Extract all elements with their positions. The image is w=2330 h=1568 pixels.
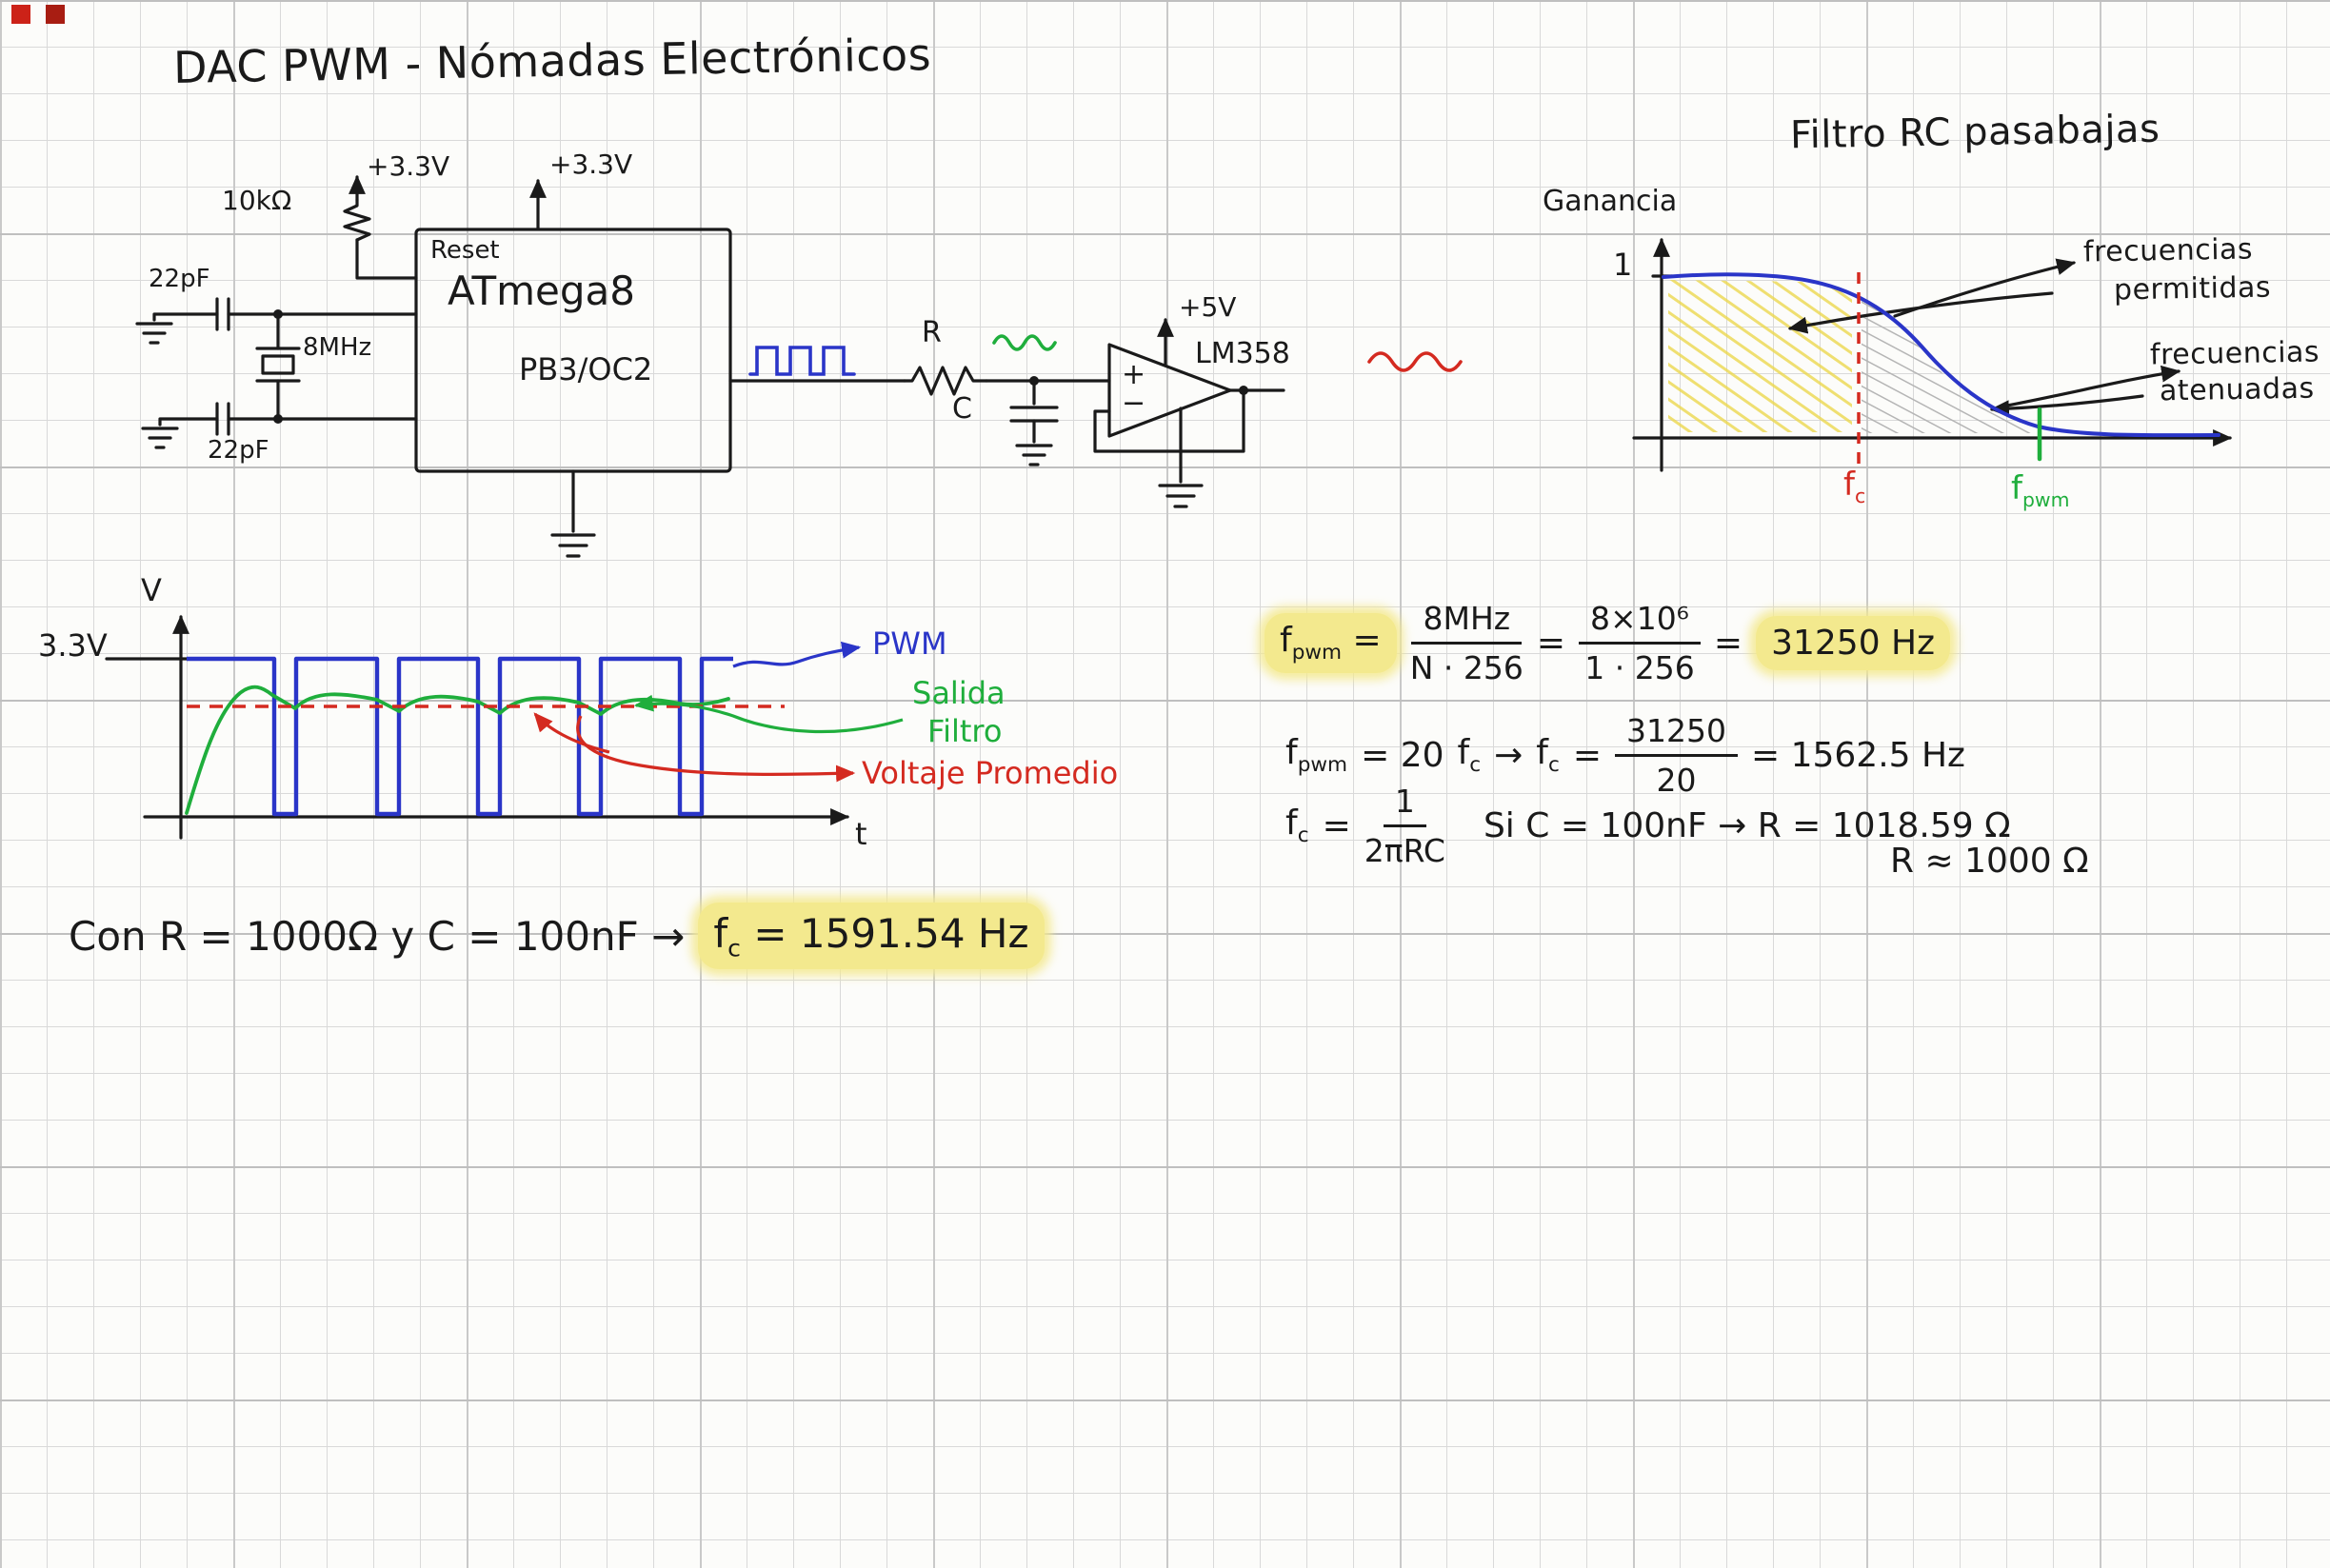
final-fc-highlight: fc = 1591.54 Hz	[698, 903, 1045, 970]
bode-y-axis-label: Ganancia	[1543, 185, 1678, 218]
filtered-wave-icon	[992, 334, 1057, 351]
filter-c-label: C	[952, 392, 972, 426]
atmega8-outline	[414, 228, 732, 473]
fc-symbol: fc	[1457, 733, 1482, 778]
analog-output-wave-icon	[1367, 351, 1463, 372]
vcc-level-label: 3.3V	[38, 627, 108, 664]
time-x-axis-label: t	[855, 816, 867, 852]
arrow-into-passband	[1787, 291, 2054, 334]
cap-top-label: 22pF	[149, 265, 210, 293]
junction-dots	[273, 309, 1248, 424]
pullup-label: 10kΩ	[222, 185, 292, 216]
pwm-wave-icon	[748, 346, 856, 376]
schematic	[135, 174, 1285, 558]
final-condition-text: Con R = 1000Ω y C = 100nF →	[69, 912, 686, 960]
fpwm-result-highlight: 31250 Hz	[1756, 616, 1951, 670]
passband-hatch	[1668, 280, 1852, 432]
chip-ground-icon	[550, 469, 596, 558]
opamp-icon	[1093, 317, 1285, 508]
opamp-vcc-label: +5V	[1179, 291, 1237, 323]
pwm-square-wave	[187, 656, 733, 817]
arrow-to-avg-line	[533, 712, 610, 754]
corner-mark-1	[11, 5, 30, 24]
equals-sign: =	[1536, 624, 1566, 663]
avg-voltage-label: Voltaje Promedio	[862, 755, 1119, 791]
bode-title: Filtro RC pasabajas	[1789, 107, 2161, 158]
page-title: DAC PWM - Nómadas Electrónicos	[172, 29, 932, 93]
crystal-label: 8MHz	[303, 333, 372, 362]
fc-axis-label: fc	[1843, 466, 1866, 507]
cap-bottom-label: 22pF	[208, 436, 269, 465]
condition-text: Si C = 100nF → R = 1018.59 Ω	[1483, 806, 2011, 845]
pullup-resistor	[343, 174, 418, 280]
stopband-label-line1: frecuencias	[2149, 335, 2320, 372]
unity-tick-label: 1	[1613, 247, 1633, 283]
crystal-network	[135, 297, 418, 449]
filter-curve-label-line2: Filtro	[927, 713, 1003, 749]
fc-symbol: fc	[1285, 804, 1309, 848]
pwm-curve-label: PWM	[872, 625, 947, 662]
opamp-label: LM358	[1195, 337, 1290, 370]
crystal-icon	[261, 354, 295, 375]
arrow-to-pwm-label	[732, 641, 862, 668]
passband-label-line2: permitidas	[2113, 270, 2272, 308]
stopband-label-line2: atenuadas	[2159, 371, 2315, 408]
fc-symbol: fc	[1536, 733, 1560, 778]
opamp-minus-sign: −	[1122, 387, 1146, 420]
arrow-into-stopband	[1989, 394, 2144, 418]
opamp-plus-sign: +	[1122, 358, 1146, 391]
arrow-to-filter-curve	[633, 694, 904, 734]
reset-pin-label: Reset	[430, 236, 500, 265]
time-plot	[105, 614, 904, 840]
vcc-chip-label: +3.3V	[549, 149, 633, 180]
fpwm-axis-label: fpwm	[2011, 469, 2070, 511]
stopband-hatch	[1862, 297, 2040, 433]
passband-label-line1: frecuencias	[2082, 232, 2254, 269]
arrow-to-avg-label	[576, 715, 856, 783]
chip-label: ATmega8	[448, 268, 635, 314]
bode-plot	[1632, 237, 2233, 472]
implies-arrow: →	[1494, 736, 1523, 775]
fpwm-symbol: fpwm	[1285, 733, 1348, 778]
r-approx-text: R ≈ 1000 Ω	[1890, 842, 2089, 881]
time-y-axis-label: V	[141, 572, 162, 608]
formula-final-fc: Con R = 1000Ω y C = 100nF → fc = 1591.54…	[69, 903, 1045, 970]
filter-capacitor-icon	[1009, 379, 1059, 466]
vcc-reset-label: +3.3V	[367, 150, 450, 182]
filter-curve-label-line1: Salida	[912, 675, 1006, 711]
filter-r-label: R	[922, 316, 942, 349]
pwm-pin-label: PB3/OC2	[519, 351, 653, 387]
fpwm-symbol-highlight: fpwm =	[1265, 613, 1397, 673]
response-curve	[1662, 272, 2220, 438]
arrow-to-stopband-label	[2005, 365, 2181, 407]
filter-resistor-icon	[903, 366, 988, 396]
corner-mark-2	[46, 5, 65, 24]
equals-sign: =	[1713, 624, 1743, 663]
